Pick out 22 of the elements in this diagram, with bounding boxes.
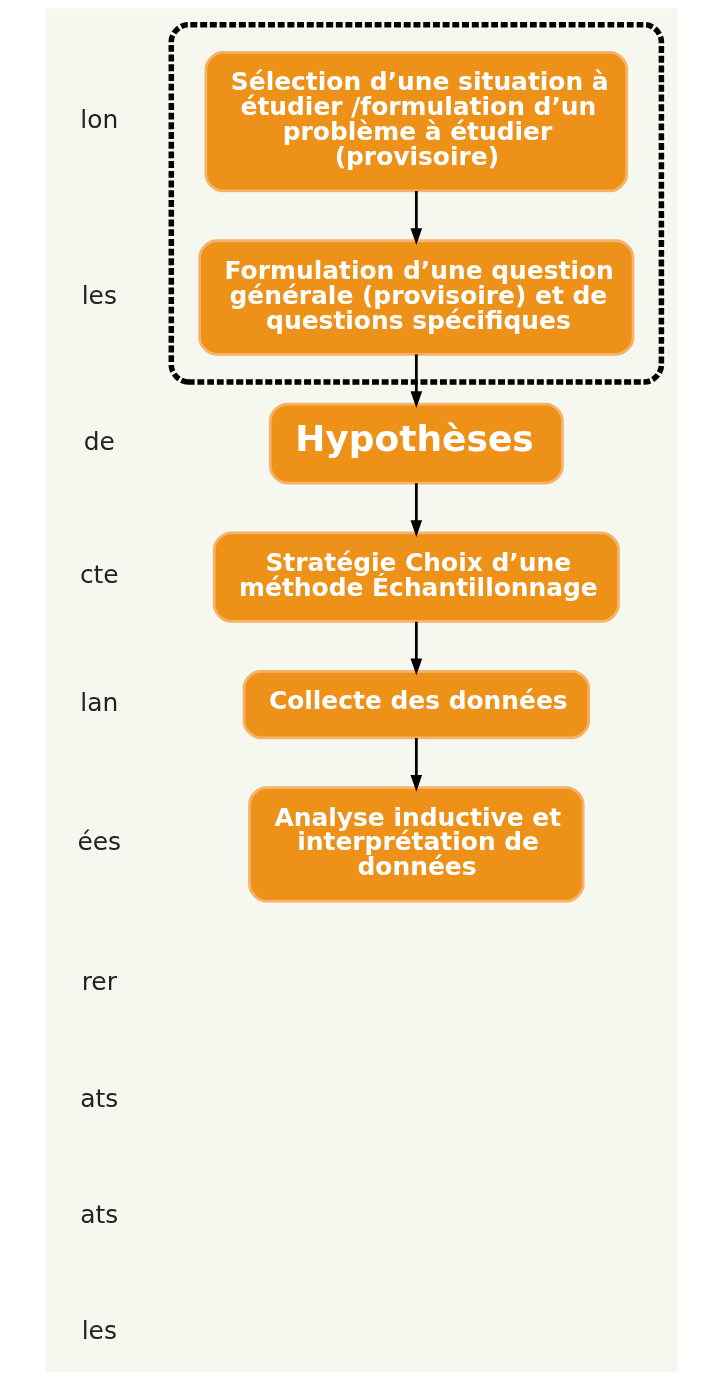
node-box: Collecte des données bbox=[242, 669, 591, 740]
label: rer bbox=[81, 967, 117, 997]
label: les bbox=[81, 280, 117, 310]
arrow bbox=[410, 621, 423, 676]
label: cte bbox=[79, 560, 119, 590]
cluster bbox=[168, 22, 665, 385]
node-box: Analyse inductive et interprétation de données bbox=[248, 786, 585, 903]
node-box: Formulation d’une question générale (provisoire) et de questions spécifiques bbox=[198, 239, 635, 356]
arrow bbox=[410, 738, 423, 792]
label: lan bbox=[80, 687, 119, 717]
label: ées bbox=[77, 827, 122, 857]
arrow bbox=[410, 354, 423, 408]
label: les bbox=[81, 1316, 117, 1346]
arrow bbox=[410, 483, 423, 537]
label: lon bbox=[80, 104, 119, 134]
arrow bbox=[410, 190, 423, 245]
node-box: Stratégie Choix d’une méthode Échantillonnage bbox=[212, 531, 620, 623]
label: ats bbox=[80, 1199, 119, 1229]
node-box: Hypothèses bbox=[268, 402, 564, 485]
node-box: Sélection d’une situation à étudier /formulation d’un problème à étudier (provisoire) bbox=[204, 51, 629, 193]
label: ats bbox=[80, 1083, 119, 1113]
label: de bbox=[83, 426, 115, 456]
